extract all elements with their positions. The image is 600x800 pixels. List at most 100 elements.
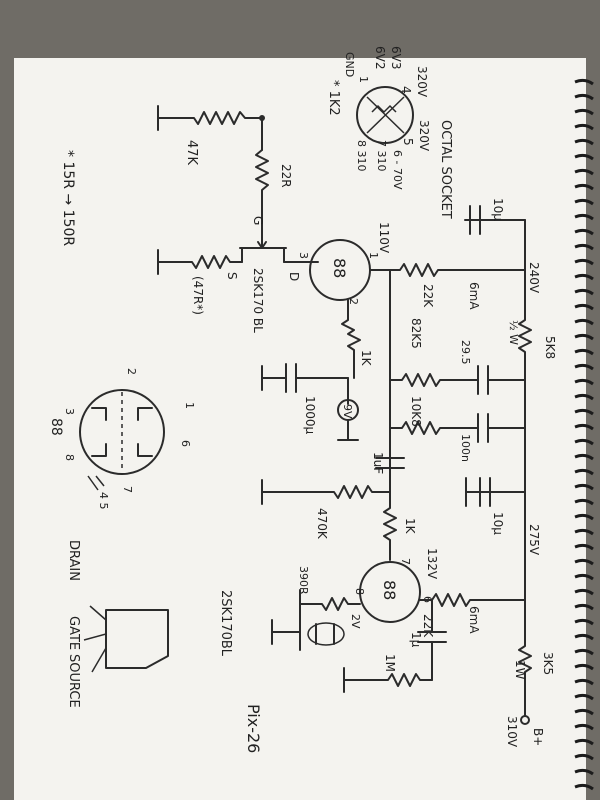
resistor-470k bbox=[261, 485, 391, 499]
battery-9v bbox=[337, 391, 359, 441]
cap-29-5 bbox=[469, 365, 526, 395]
label-drain: DRAIN bbox=[66, 540, 81, 581]
label-10u-top: 10µ bbox=[491, 198, 505, 221]
label-5k8: 5K8 bbox=[543, 336, 557, 359]
label-pin-6v2: 6V2 bbox=[373, 46, 387, 69]
resistor-390r bbox=[299, 597, 361, 611]
label-100n: 100n bbox=[459, 434, 472, 462]
label-tube2-p8: 8 bbox=[353, 588, 366, 595]
label-10k8: 10K8 bbox=[409, 396, 423, 427]
label-1000u: 1000µ bbox=[303, 396, 317, 435]
jfet-symbol bbox=[239, 237, 287, 263]
label-320v-a: 320V bbox=[415, 66, 429, 98]
spiral-ring bbox=[574, 213, 594, 221]
label-275v: 275V bbox=[527, 524, 541, 556]
spiral-ring bbox=[574, 363, 594, 371]
spiral-ring bbox=[574, 153, 594, 161]
bplus-terminal bbox=[520, 715, 530, 725]
label-132v: 132V bbox=[425, 548, 439, 580]
label-tube2-p7: 7 bbox=[399, 558, 412, 565]
label-1k-grid: 1K bbox=[403, 518, 417, 535]
tube-pinout-diagram bbox=[79, 389, 165, 475]
label-1k: 1K bbox=[359, 350, 373, 367]
spiral-ring bbox=[574, 108, 594, 116]
label-pin-5: 5 bbox=[401, 138, 415, 146]
label-source: SOURCE bbox=[66, 654, 81, 708]
label-9v: 9V bbox=[341, 404, 354, 419]
pinout-arrow bbox=[87, 475, 105, 491]
spiral-ring bbox=[574, 468, 594, 476]
cap-10u-top bbox=[464, 205, 526, 235]
resistor-22r bbox=[255, 149, 269, 239]
spiral-ring bbox=[574, 498, 594, 506]
jfet-package-drawing bbox=[83, 605, 169, 673]
label-1uf: 1uF bbox=[371, 452, 385, 474]
cap-100n bbox=[469, 413, 526, 443]
label-320v-b: 320V bbox=[417, 120, 431, 152]
label-47r: (47R*) bbox=[191, 276, 205, 315]
label-d: D bbox=[287, 272, 301, 281]
spiral-ring bbox=[574, 753, 594, 761]
spiral-ring bbox=[574, 543, 594, 551]
spiral-ring bbox=[574, 723, 594, 731]
label-1m: 1M bbox=[383, 654, 397, 672]
label-470k: 470K bbox=[315, 508, 329, 540]
tube2-envelope bbox=[359, 561, 421, 623]
label-pd3: 3 bbox=[63, 408, 76, 415]
label-pd1: 1 bbox=[183, 402, 196, 409]
resistor-3k5 bbox=[518, 559, 532, 717]
spiral-ring bbox=[574, 573, 594, 581]
spiral-ring bbox=[574, 738, 594, 746]
label-pin-7-310: 7 310 bbox=[375, 140, 388, 172]
spiral-ring bbox=[574, 348, 594, 356]
label-110v: 110V bbox=[377, 222, 391, 254]
label-47k: 47K bbox=[184, 140, 199, 166]
label-star-15r: * 15R → 150R bbox=[60, 150, 76, 246]
label-pd7: 7 bbox=[121, 486, 134, 493]
label-pin-6-70v: 6 - 70V bbox=[391, 150, 404, 190]
spiral-ring bbox=[574, 513, 594, 521]
label-pin-4: 4 bbox=[399, 86, 413, 94]
spiral-ring bbox=[574, 633, 594, 641]
label-pin-1: 1 bbox=[357, 76, 370, 83]
label-pd6: 6 bbox=[179, 440, 192, 447]
spiral-binding bbox=[574, 78, 594, 791]
label-gate: GATE bbox=[66, 616, 81, 650]
resistor-1m bbox=[343, 673, 433, 687]
label-1w: 1W bbox=[513, 660, 527, 680]
spiral-ring bbox=[574, 663, 594, 671]
spiral-ring bbox=[574, 273, 594, 281]
label-3k5: 3K5 bbox=[541, 652, 555, 675]
label-6ma-b: 6mA bbox=[467, 606, 481, 634]
label-pix: Pix-26 bbox=[244, 704, 263, 753]
label-pd2: 2 bbox=[125, 368, 138, 375]
label-pin-6v3: 6V3 bbox=[389, 46, 403, 69]
spiral-ring bbox=[574, 648, 594, 656]
spiral-ring bbox=[574, 528, 594, 536]
spiral-ring bbox=[574, 303, 594, 311]
spiral-ring bbox=[574, 708, 594, 716]
label-star-1k2: * 1K2 bbox=[326, 80, 341, 116]
cap-cathode-tube2 bbox=[271, 589, 345, 651]
label-tube1-pin3: 3 bbox=[297, 252, 310, 259]
spiral-ring bbox=[574, 258, 594, 266]
spiral-ring bbox=[574, 123, 594, 131]
spiral-ring bbox=[574, 588, 594, 596]
label-310v: 310V bbox=[505, 716, 519, 748]
spiral-ring bbox=[574, 423, 594, 431]
label-tube2: 88 bbox=[380, 580, 399, 600]
spiral-ring bbox=[574, 393, 594, 401]
spiral-ring bbox=[574, 438, 594, 446]
cap-1uf-coupling bbox=[375, 427, 405, 493]
label-390r: 390R bbox=[297, 566, 310, 595]
spiral-ring bbox=[574, 138, 594, 146]
label-tube1: 88 bbox=[330, 258, 349, 278]
spiral-ring bbox=[574, 693, 594, 701]
label-pd45: 4 5 bbox=[97, 492, 110, 510]
spiral-ring bbox=[574, 168, 594, 176]
spiral-ring bbox=[574, 93, 594, 101]
label-22k: 22K bbox=[421, 284, 435, 308]
spiral-ring bbox=[574, 318, 594, 326]
spiral-ring bbox=[574, 453, 594, 461]
